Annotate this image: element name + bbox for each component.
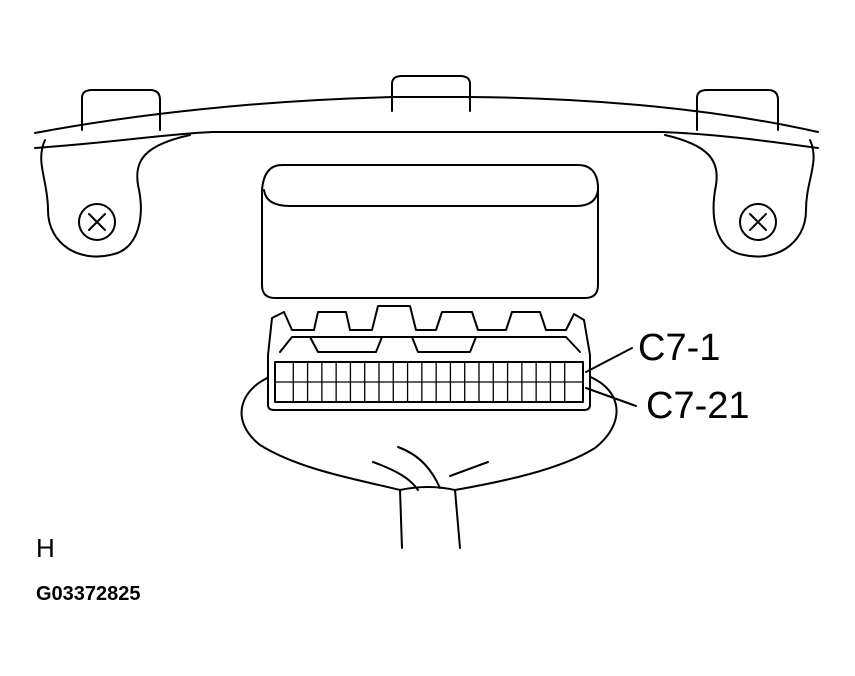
pin-leaders xyxy=(585,347,637,407)
cavity-grid xyxy=(292,362,566,402)
pin-label-first: C7-1 xyxy=(638,327,720,369)
pin-label-last: C7-21 xyxy=(646,385,750,427)
wire-harness xyxy=(240,373,618,549)
figure-code: G03372825 xyxy=(36,583,141,605)
mounting-bracket xyxy=(34,75,819,258)
view-letter: H xyxy=(36,533,55,563)
screw-icon xyxy=(78,203,116,241)
control-unit-housing xyxy=(261,164,599,299)
harness-connector xyxy=(267,305,591,411)
screw-icon xyxy=(739,203,777,241)
